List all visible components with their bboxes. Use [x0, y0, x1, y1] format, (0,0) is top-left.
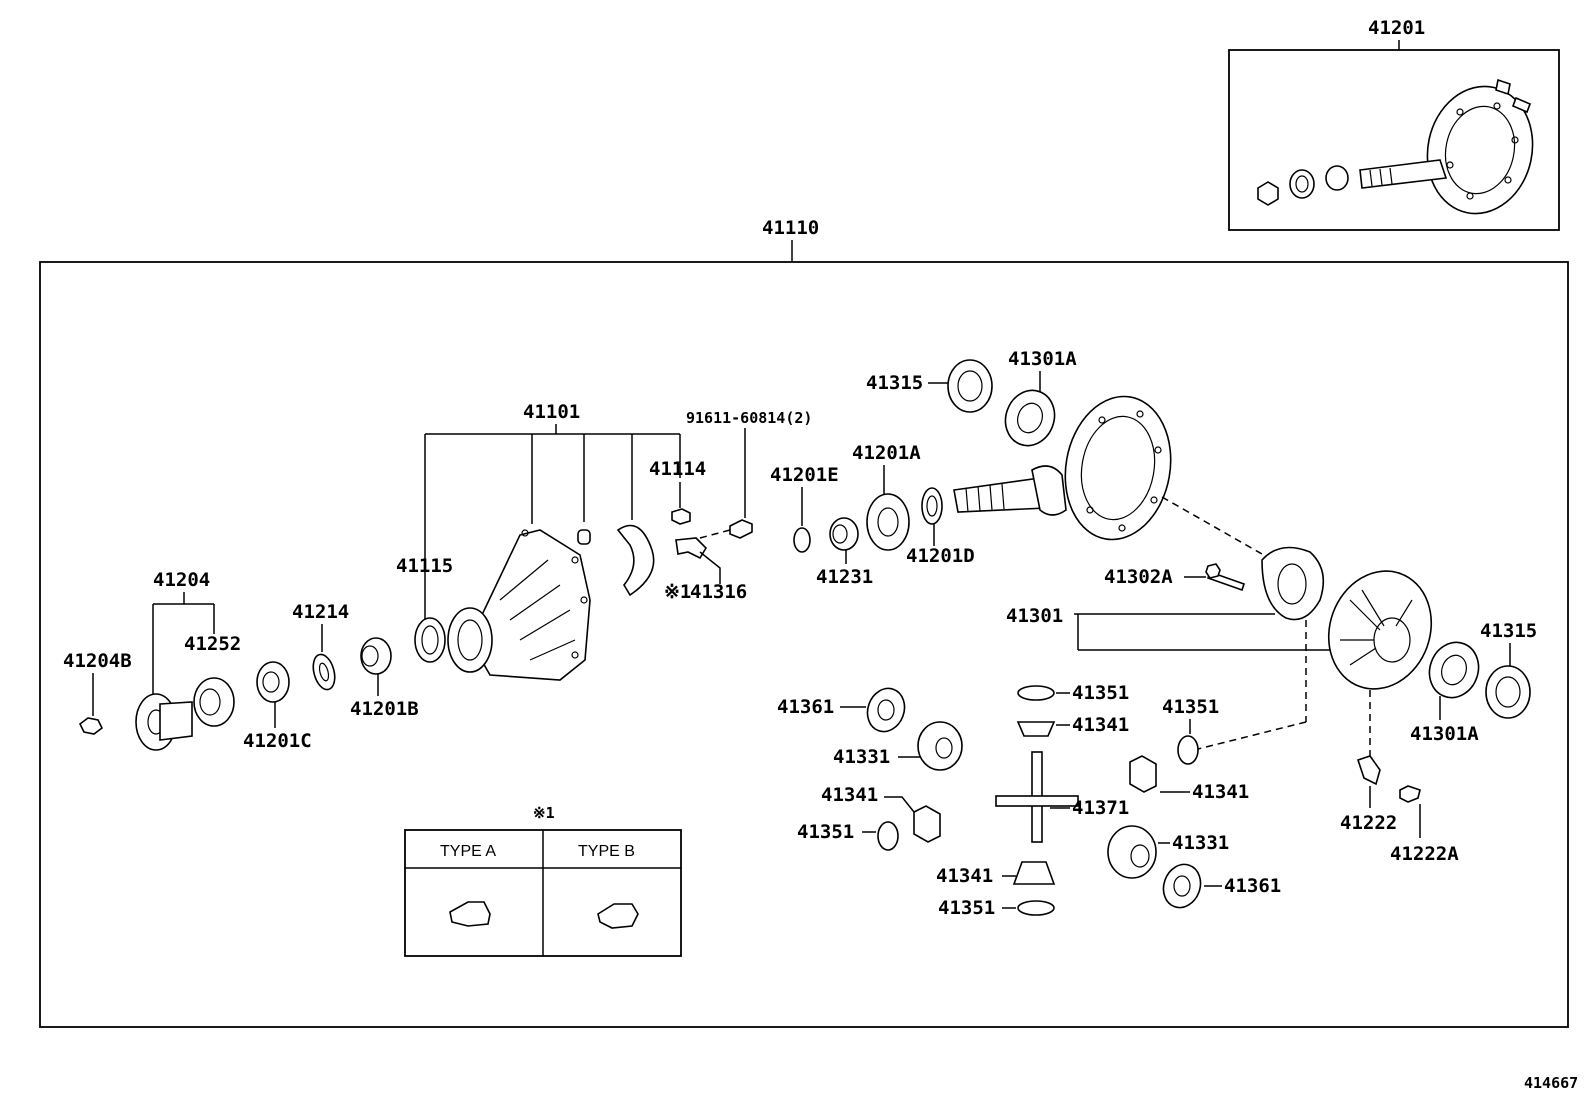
part-number-41331-r[interactable]: 41331 [1172, 832, 1229, 854]
pinion-41341-c2: 41341 [936, 861, 1056, 887]
part-number-41341-c1[interactable]: 41341 [1072, 714, 1129, 736]
part-number-41114[interactable]: 41114 [649, 458, 706, 480]
seal-41252: 41252 [184, 633, 241, 655]
mark-41316: ※1 [664, 581, 691, 603]
part-number-41315-top[interactable]: 41315 [866, 372, 923, 394]
part-number-41341-r[interactable]: 41341 [1192, 781, 1249, 803]
bolt-91611: 91611-60814(2) [686, 409, 812, 539]
thrust-washer-41361-r: 41361 [1162, 863, 1281, 909]
part-number-41316[interactable]: 41316 [690, 581, 747, 603]
side-gear-41331-left: 41331 [833, 721, 963, 771]
part-number-41301A-top[interactable]: 41301A [1008, 348, 1077, 370]
part-number-41315-right[interactable]: 41315 [1480, 620, 1537, 642]
type-b-label: TYPE B [578, 843, 635, 860]
part-number-41361-r[interactable]: 41361 [1224, 875, 1281, 897]
part-number-41101[interactable]: 41101 [523, 401, 580, 423]
part-number-41231[interactable]: 41231 [816, 566, 873, 588]
shim-41201D: 41201D [906, 487, 975, 567]
thrust-washer-41361-left: 41361 [777, 687, 906, 733]
leader-41101: 41101 [424, 401, 681, 622]
part-number-41204[interactable]: 41204 [153, 569, 210, 591]
part-number-41214[interactable]: 41214 [292, 601, 349, 623]
part-number-41115[interactable]: 41115 [396, 555, 453, 577]
part-number-41301A-right[interactable]: 41301A [1410, 723, 1479, 745]
bearing-41301A-top: 41301A [1004, 348, 1077, 447]
diagram-id: 414667 [1524, 1074, 1578, 1092]
thrust-washer-41351-c1: 41351 [1017, 682, 1129, 704]
lock-41316: ※1 41316 [664, 537, 747, 603]
spacer-41214: 41214 [292, 601, 349, 691]
part-number-41371[interactable]: 41371 [1072, 797, 1129, 819]
part-number-41201A-mid[interactable]: 41201A [852, 442, 921, 464]
part-number-41351-c1[interactable]: 41351 [1072, 682, 1129, 704]
bolt-41114: 41114 [649, 458, 706, 525]
pinion-41341-r: 41341 [1129, 755, 1249, 803]
part-number-41110[interactable]: 41110 [762, 217, 819, 239]
part-number-41222A[interactable]: 41222A [1390, 843, 1459, 865]
oil-seal-41115: 41115 [396, 555, 453, 663]
flange-41204: 41204 [135, 569, 235, 751]
part-number-41301[interactable]: 41301 [1006, 605, 1063, 627]
thrust-washer-41351-r: 41351 [1162, 696, 1219, 765]
part-number-41341-left[interactable]: 41341 [821, 784, 878, 806]
pinion-shaft-41371: 41371 [995, 751, 1129, 843]
part-number-41331-left[interactable]: 41331 [833, 746, 890, 768]
type-b-lock-icon [597, 903, 639, 929]
bearing-41201A-mid: 41201A [852, 442, 921, 551]
washer-41201E: 41201E [770, 464, 839, 553]
carrier-assembly-box: 41110 [39, 217, 1569, 1028]
inset-title: ※1 [533, 804, 555, 822]
bearing-41301A-right: 41301A [1410, 641, 1480, 745]
part-number-41204B[interactable]: 41204B [63, 650, 132, 672]
type-a-lock-icon [449, 901, 491, 927]
nut-41204B: 41204B [63, 650, 132, 735]
part-number-41201B[interactable]: 41201B [350, 698, 419, 720]
thrust-washer-41351-c2: 41351 [938, 897, 1055, 919]
pinion-41341-left: 41341 [821, 784, 941, 843]
thrust-washer-41351-left: 41351 [797, 821, 899, 851]
nut-41315-right: 41315 [1480, 620, 1537, 719]
part-number-91611[interactable]: 91611-60814(2) [686, 409, 812, 427]
part-number-41252[interactable]: 41252 [184, 633, 241, 655]
part-number-41201E[interactable]: 41201E [770, 464, 839, 486]
ring-pinion-set-box: 41201 [1228, 17, 1560, 231]
part-number-41351-c2[interactable]: 41351 [938, 897, 995, 919]
part-number-41201D[interactable]: 41201D [906, 545, 975, 567]
bearing-41201B: 41201B [350, 637, 419, 720]
part-number-41351-r[interactable]: 41351 [1162, 696, 1219, 718]
part-number-41222[interactable]: 41222 [1340, 812, 1397, 834]
differential-case [1261, 546, 1433, 690]
part-number-41351-left[interactable]: 41351 [797, 821, 854, 843]
part-number-41341-c2[interactable]: 41341 [936, 865, 993, 887]
part-number-41361-left[interactable]: 41361 [777, 696, 834, 718]
part-number-41302A[interactable]: 41302A [1104, 566, 1173, 588]
pinion-41341-c1: 41341 [1016, 714, 1129, 737]
side-gear-41331-r: 41331 [1107, 825, 1229, 879]
part-number-41201C[interactable]: 41201C [243, 730, 312, 752]
lock-41222: 41222 [1340, 755, 1397, 834]
bearing-41201C: 41201C [243, 661, 312, 752]
type-a-label: TYPE A [440, 843, 496, 860]
spacer-41231: 41231 [816, 517, 873, 588]
part-number-41201[interactable]: 41201 [1368, 17, 1425, 39]
dowel-pin [577, 529, 591, 545]
bolt-41302A: 41302A [1104, 563, 1246, 592]
nut-41315-top: 41315 [866, 359, 993, 413]
bolt-41222A: 41222A [1390, 785, 1459, 865]
bearing-cap [616, 524, 655, 597]
leader-41301: 41301 [1006, 605, 1371, 756]
type-inset-table: ※1 TYPE A TYPE B [404, 804, 682, 957]
ring-pinion-gear [953, 395, 1263, 555]
carrier-housing [447, 529, 591, 681]
